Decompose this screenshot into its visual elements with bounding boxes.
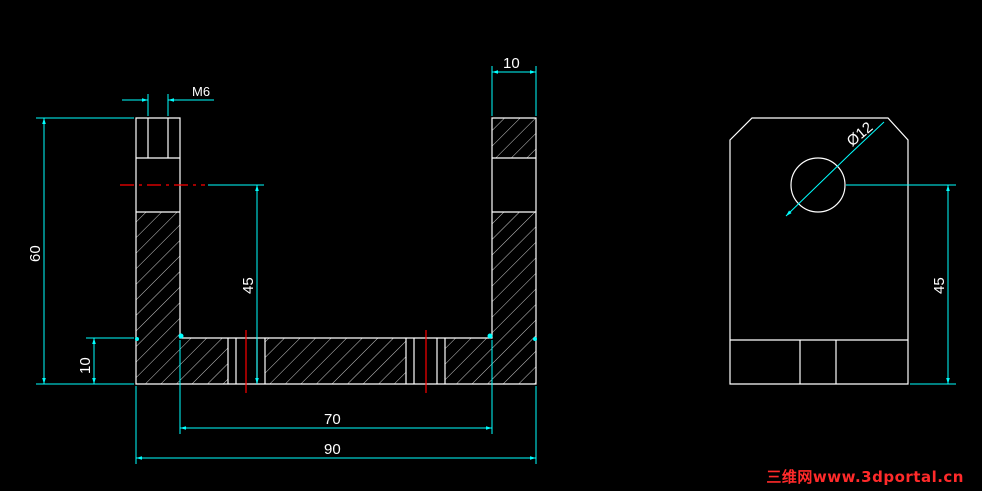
dim-total-width-label: 90	[324, 441, 341, 458]
side-dimension-labels: Ø12 45	[844, 119, 948, 294]
center-lines	[120, 184, 427, 393]
dim-hole-diameter-label: Ø12	[844, 119, 877, 150]
front-dimensions	[36, 66, 537, 464]
watermark-text: 三维网www.3dportal.cn	[766, 468, 964, 486]
side-view: Ø12 45	[729, 117, 956, 385]
dim-hole-height-label: 45	[240, 277, 257, 294]
dim-base-thickness-label: 10	[77, 357, 94, 374]
fillet-markers	[135, 333, 537, 341]
dim-wall-thickness-label: 10	[503, 55, 520, 72]
dim-inner-width-label: 70	[324, 411, 341, 428]
dim-thread-label: M6	[192, 84, 210, 99]
front-view: M6 10 60 10 45 70 90	[27, 55, 537, 464]
side-outline	[729, 117, 909, 385]
part-outline	[135, 117, 537, 385]
dim-side-hole-height-label: 45	[931, 277, 948, 294]
dim-total-height-label: 60	[27, 245, 44, 262]
side-dimensions	[785, 121, 956, 385]
section-hatching	[136, 118, 536, 384]
front-dimension-labels: M6 10 60 10 45 70 90	[27, 55, 520, 458]
